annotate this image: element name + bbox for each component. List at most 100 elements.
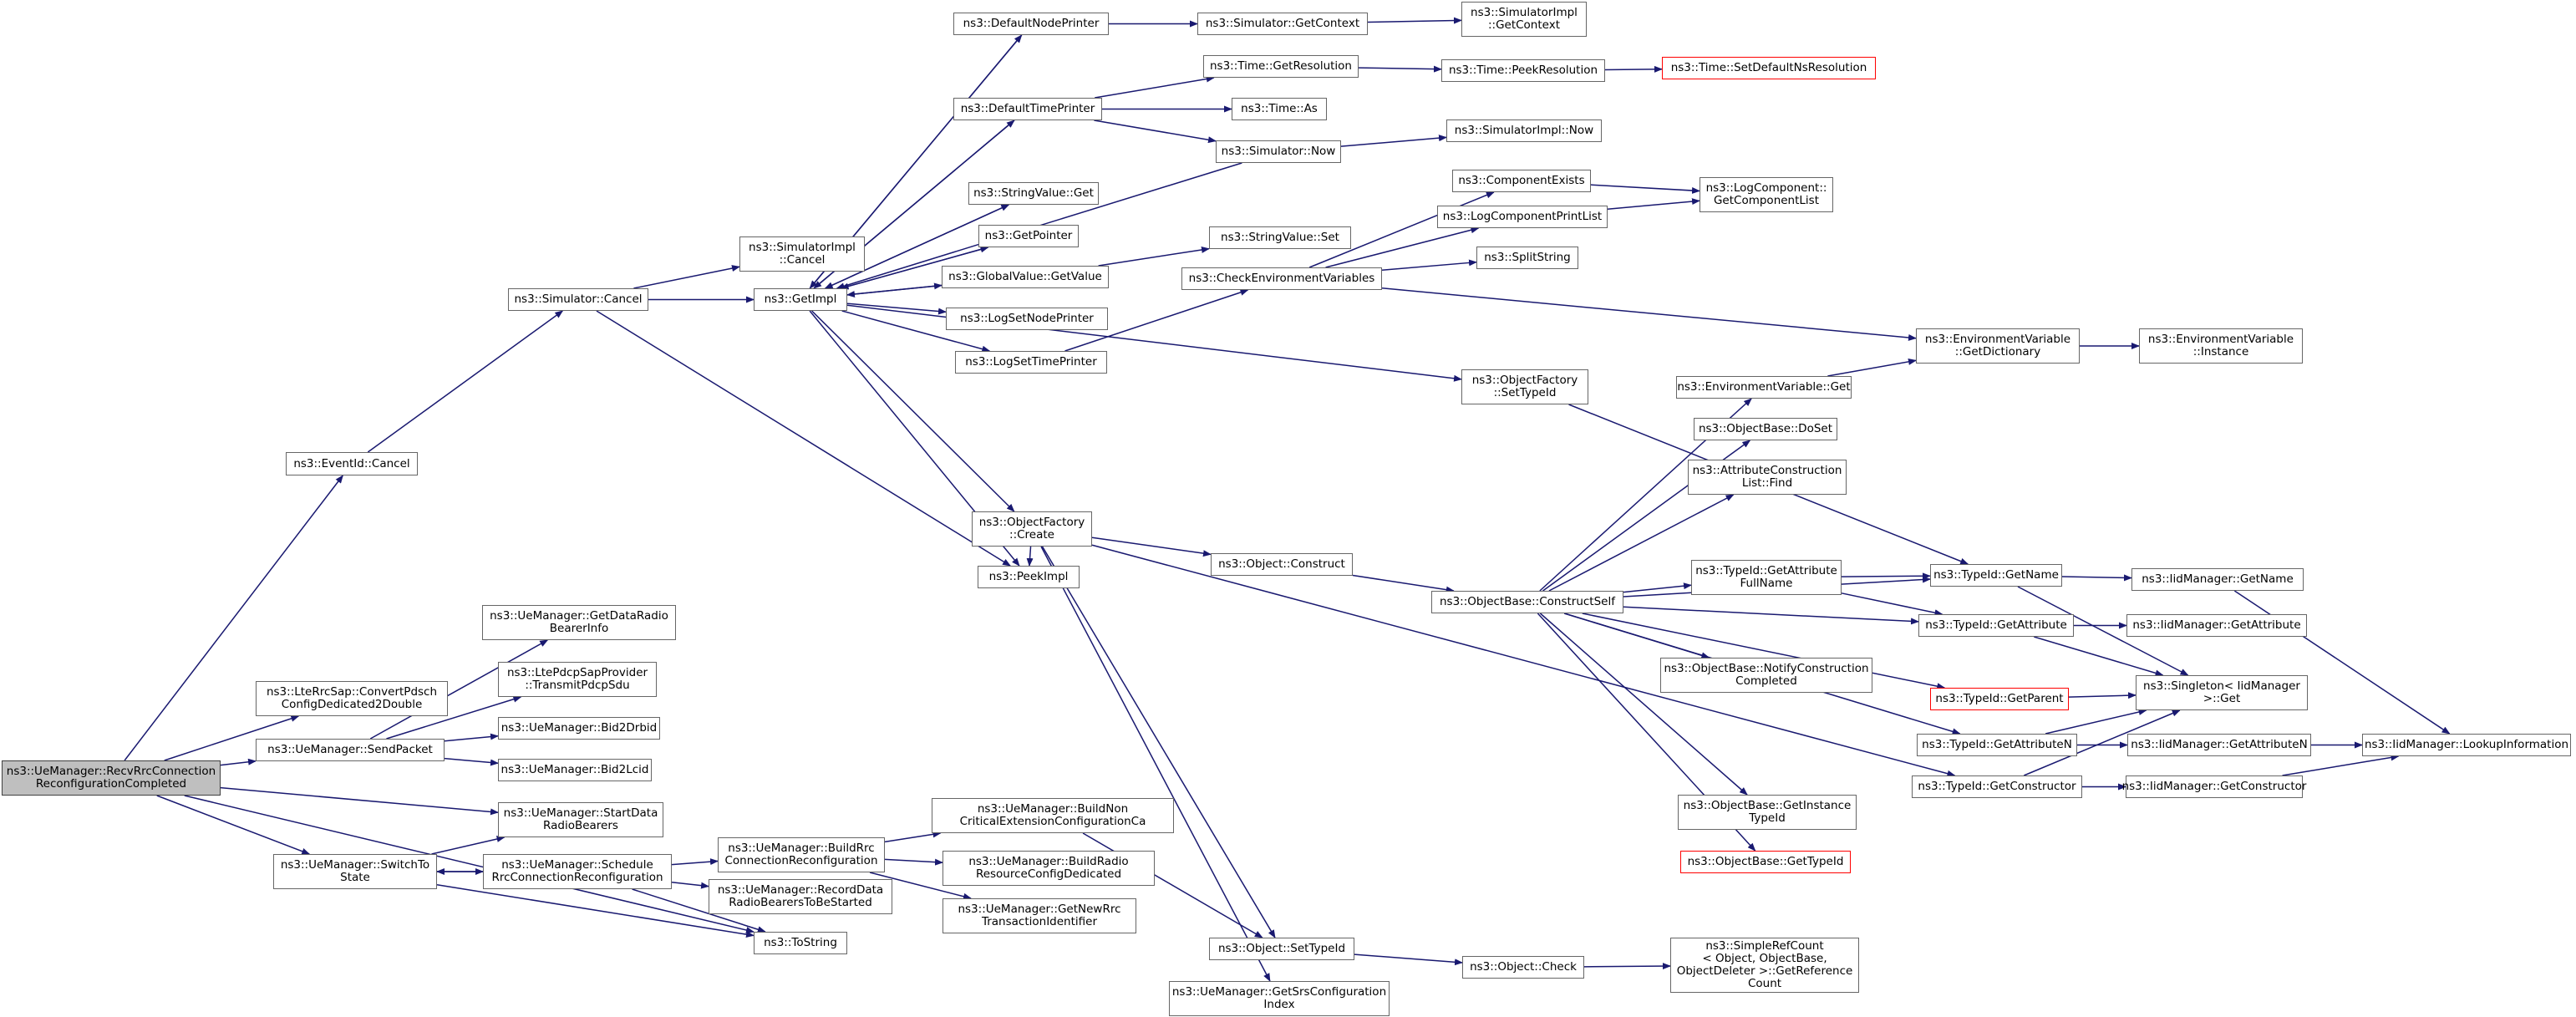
node-logcomp-getlist[interactable]: ns3::LogComponent::GetComponentList	[1700, 177, 1833, 212]
node-label-line: ::TransmitPdcpSdu	[525, 679, 630, 692]
node-label-line: ns3::LtePdcpSapProvider	[506, 666, 648, 679]
node-iid-getattributen[interactable]: ns3::IidManager::GetAttributeN	[2127, 734, 2311, 756]
node-defaulttime[interactable]: ns3::DefaultTimePrinter	[953, 98, 1102, 120]
node-objfactory-settypeid[interactable]: ns3::ObjectFactory::SetTypeId	[1461, 369, 1588, 404]
node-globalvalue[interactable]: ns3::GlobalValue::GetValue	[942, 266, 1109, 288]
node-label-line: ns3::ObjectBase::NotifyConstruction	[1664, 662, 1869, 675]
node-singleton-get[interactable]: ns3::Singleton< IidManager>::Get	[2136, 675, 2308, 710]
node-constructself[interactable]: ns3::ObjectBase::ConstructSelf	[1431, 591, 1623, 613]
node-splitstring[interactable]: ns3::SplitString	[1476, 247, 1578, 269]
node-time-as[interactable]: ns3::Time::As	[1232, 98, 1327, 120]
node-bid2drbid[interactable]: ns3::UeManager::Bid2Drbid	[498, 717, 660, 740]
node-logcompprint[interactable]: ns3::LogComponentPrintList	[1437, 206, 1608, 228]
node-getimpl[interactable]: ns3::GetImpl	[754, 288, 847, 311]
node-simimpl-now[interactable]: ns3::SimulatorImpl::Now	[1446, 119, 1602, 142]
node-label-line: ns3::UeManager::BuildNon	[977, 802, 1129, 816]
node-label-line: ::Create	[1009, 528, 1054, 542]
node-compexists[interactable]: ns3::ComponentExists	[1452, 170, 1591, 192]
node-transmitpdcp[interactable]: ns3::LtePdcpSapProvider::TransmitPdcpSdu	[498, 662, 657, 697]
node-label-line: ns3::Object::Construct	[1218, 557, 1345, 571]
edge-sendpacket-to-transmitpdcp	[386, 695, 522, 740]
edge-typeid-getname-to-iid-getname	[2061, 574, 2132, 582]
node-defaultnode[interactable]: ns3::DefaultNodePrinter	[953, 13, 1109, 35]
node-label-line: ns3::StringValue::Get	[973, 186, 1094, 200]
node-stringvalue-get[interactable]: ns3::StringValue::Get	[968, 182, 1099, 205]
node-label-line: GetComponentList	[1713, 194, 1820, 207]
node-checkenv[interactable]: ns3::CheckEnvironmentVariables	[1181, 267, 1382, 290]
node-typeid-getconstructor[interactable]: ns3::TypeId::GetConstructor	[1912, 775, 2082, 798]
node-simimpl-cancel[interactable]: ns3::SimulatorImpl::Cancel	[739, 236, 865, 272]
node-sendpacket[interactable]: ns3::UeManager::SendPacket	[256, 739, 445, 761]
edge-eventid-cancel-to-sim-cancel	[367, 310, 564, 453]
node-label-line: ns3::EnvironmentVariable	[2147, 333, 2294, 346]
node-typeid-getname[interactable]: ns3::TypeId::GetName	[1930, 564, 2062, 587]
edge-stringvalue-get-to-getimpl	[824, 204, 1009, 289]
node-typeid-getparent[interactable]: ns3::TypeId::GetParent	[1930, 688, 2069, 710]
node-typeid-getattributen[interactable]: ns3::TypeId::GetAttributeN	[1917, 734, 2077, 756]
node-envvar-instance[interactable]: ns3::EnvironmentVariable::Instance	[2139, 328, 2303, 364]
node-simplerefcount[interactable]: ns3::SimpleRefCount< Object, ObjectBase,…	[1670, 938, 1859, 993]
node-label-line: ns3::TypeId::GetConstructor	[1918, 780, 2076, 793]
edge-globalvalue-to-getimpl	[846, 284, 943, 297]
node-logtime[interactable]: ns3::LogSetTimePrinter	[955, 351, 1107, 374]
node-objectbase-doset[interactable]: ns3::ObjectBase::DoSet	[1694, 418, 1837, 440]
node-objectbase-gettypeid[interactable]: ns3::ObjectBase::GetTypeId	[1680, 851, 1851, 873]
node-label-line: ns3::StringValue::Set	[1221, 231, 1339, 244]
node-label-line: ns3::UeManager::Bid2Drbid	[500, 721, 658, 735]
node-label-line: ns3::TypeId::GetParent	[1935, 692, 2064, 705]
node-eventid-cancel[interactable]: ns3::EventId::Cancel	[286, 452, 418, 475]
node-envvar-getdict[interactable]: ns3::EnvironmentVariable::GetDictionary	[1916, 328, 2080, 364]
node-iid-getconstructor[interactable]: ns3::IidManager::GetConstructor	[2122, 775, 2306, 798]
node-objfactory-create[interactable]: ns3::ObjectFactory::Create	[972, 511, 1092, 547]
node-bid2lcid[interactable]: ns3::UeManager::Bid2Lcid	[498, 759, 652, 781]
node-object-construct[interactable]: ns3::Object::Construct	[1211, 553, 1353, 576]
edge-getpointer-to-getimpl	[840, 247, 988, 290]
node-label-line: ns3::Object::SetTypeId	[1217, 942, 1346, 955]
node-iid-getattribute[interactable]: ns3::IidManager::GetAttribute	[2126, 614, 2307, 637]
edge-checkenv-to-splitstring	[1381, 259, 1477, 272]
node-stringvalue-set[interactable]: ns3::StringValue::Set	[1209, 226, 1351, 249]
node-label-line: ns3::Time::GetResolution	[1209, 59, 1352, 73]
node-iid-getname[interactable]: ns3::IidManager::GetName	[2131, 568, 2304, 591]
node-sim-getcontext[interactable]: ns3::Simulator::GetContext	[1197, 13, 1368, 35]
node-time-getres[interactable]: ns3::Time::GetResolution	[1203, 55, 1359, 78]
node-object-settypeid[interactable]: ns3::Object::SetTypeId	[1209, 938, 1354, 960]
node-sim-now[interactable]: ns3::Simulator::Now	[1216, 140, 1341, 163]
node-simimpl-getcontext[interactable]: ns3::SimulatorImpl::GetContext	[1461, 2, 1587, 37]
node-time-peekres[interactable]: ns3::Time::PeekResolution	[1441, 59, 1605, 82]
node-envvar-get[interactable]: ns3::EnvironmentVariable::Get	[1676, 376, 1852, 399]
node-typeid-getattribute[interactable]: ns3::TypeId::GetAttribute	[1918, 614, 2074, 637]
edge-object-check-to-simplerefcount	[1583, 963, 1671, 970]
edge-logcompprint-to-logcomp-getlist	[1607, 198, 1700, 210]
node-label-line: ns3::Object::Check	[1470, 960, 1577, 974]
node-object-check[interactable]: ns3::Object::Check	[1462, 956, 1584, 979]
node-label-line: ConfigDedicated2Double	[281, 698, 423, 711]
node-getpointer[interactable]: ns3::GetPointer	[978, 225, 1079, 247]
node-tostring[interactable]: ns3::ToString	[754, 932, 847, 954]
node-iid-lookup[interactable]: ns3::IidManager::LookupInformation	[2362, 734, 2571, 756]
edge-recv-to-eventid-cancel	[124, 475, 343, 761]
node-sim-cancel[interactable]: ns3::Simulator::Cancel	[508, 288, 648, 311]
edge-typeid-getname-to-singleton-get	[2017, 586, 2189, 676]
node-lognode[interactable]: ns3::LogSetNodePrinter	[946, 308, 1108, 330]
node-peekimpl[interactable]: ns3::PeekImpl	[978, 566, 1080, 588]
edge-globalvalue-to-stringvalue-set	[1098, 247, 1210, 267]
node-time-setdefault[interactable]: ns3::Time::SetDefaultNsResolution	[1662, 57, 1876, 79]
node-label-line: ns3::Simulator::Now	[1221, 145, 1336, 158]
